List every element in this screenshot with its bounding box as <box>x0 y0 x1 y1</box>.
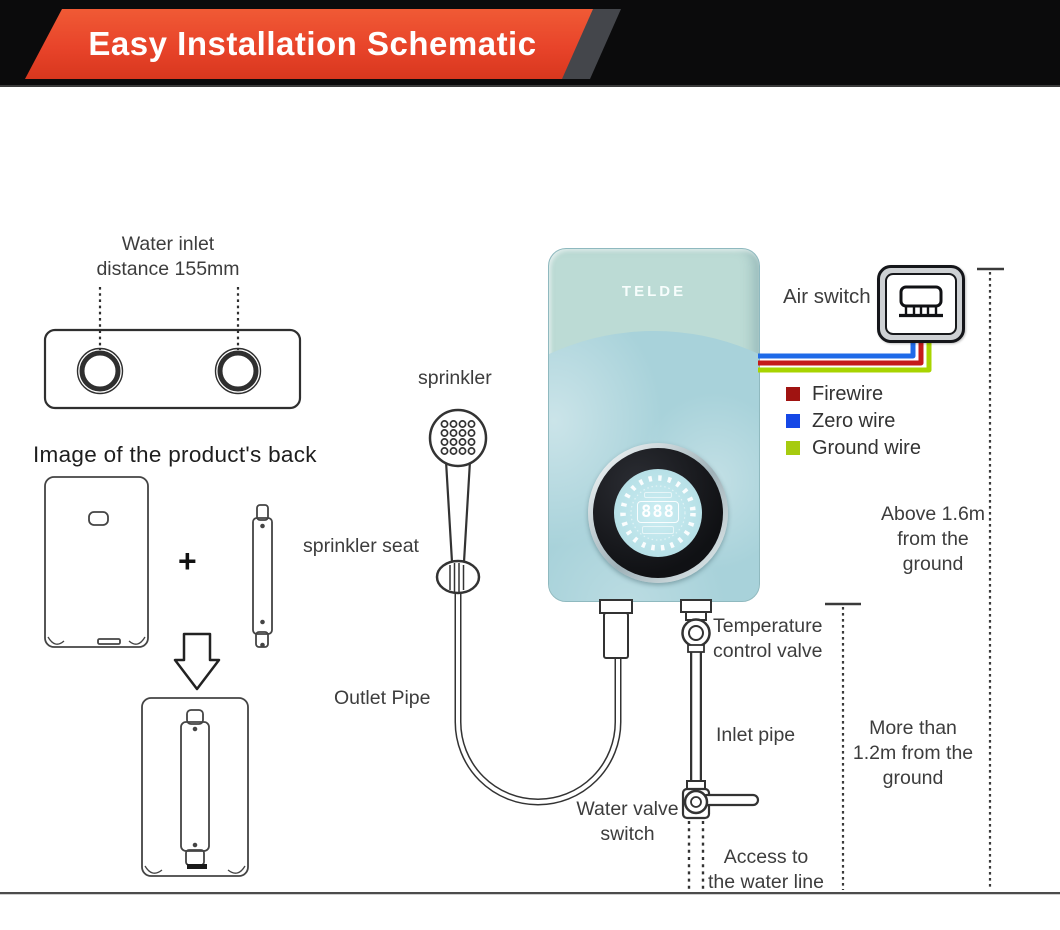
product-back-title: Image of the product's back <box>33 442 317 467</box>
inlet-pipe-label: Inlet pipe <box>716 724 796 746</box>
legend-item-ground-wire: Ground wire <box>786 437 921 460</box>
water-valve-switch-label: Water valve switch <box>576 798 679 845</box>
temperature-valve-label: Temperature control valve <box>713 615 823 662</box>
title-banner: Easy Installation Schematic <box>25 9 593 79</box>
air-switch-face <box>885 273 957 335</box>
ground-line <box>0 892 1060 895</box>
display-bottom-indicator <box>642 526 674 534</box>
height-measurement-lines <box>825 267 1004 890</box>
plus-sign: + <box>178 543 197 579</box>
outlet-hose-drawing <box>454 590 622 806</box>
firewire-label: Firewire <box>812 383 884 405</box>
display-top-indicator <box>644 492 672 498</box>
water-heater-unit: TELDE 888 <box>548 248 760 602</box>
dial-display: 888 <box>614 469 702 557</box>
assembled-back-drawing <box>141 697 249 877</box>
down-arrow-icon <box>173 632 221 691</box>
inlet-pipe-drawing <box>680 599 712 790</box>
legend-item-zero-wire: Zero wire <box>786 410 921 433</box>
page-title: Easy Installation Schematic <box>88 25 537 62</box>
water-inlet-distance-label: Water inlet distance 155mm <box>96 233 240 280</box>
firewire-swatch <box>786 387 800 401</box>
outlet-fitting-drawing <box>599 599 633 659</box>
sprinkler-drawing <box>428 408 488 564</box>
wire-legend: Firewire Zero wire Ground wire <box>786 383 921 464</box>
sprinkler-label: sprinkler <box>418 367 492 389</box>
water-inlet-plate-drawing <box>43 287 302 410</box>
sprinkler-seat-label: sprinkler seat <box>303 535 419 557</box>
sprinkler-seat-drawing <box>435 559 481 595</box>
zero-wire-label: Zero wire <box>812 410 896 432</box>
brand-logo: TELDE <box>621 283 687 300</box>
legend-item-firewire: Firewire <box>786 383 921 406</box>
control-dial: 888 <box>588 443 728 583</box>
header-bar: Easy Installation Schematic <box>0 0 1060 87</box>
back-panel-drawing <box>44 476 149 648</box>
air-switch-label: Air switch <box>783 285 871 308</box>
more-than-measurement: More than 1.2m from the ground <box>852 717 974 789</box>
access-water-line-label: Access to the water line <box>708 846 824 893</box>
zero-wire-swatch <box>786 414 800 428</box>
ground-wire-label: Ground wire <box>812 437 921 459</box>
dial-tick-ring <box>620 475 696 551</box>
breaker-icon <box>899 285 943 318</box>
above-ground-measurement: Above 1.6m from the ground <box>880 503 986 575</box>
mounting-bracket-drawing <box>252 504 273 648</box>
ground-wire-swatch <box>786 441 800 455</box>
outlet-pipe-label: Outlet Pipe <box>334 687 431 709</box>
air-switch-box <box>877 265 965 343</box>
temperature-readout: 888 <box>637 501 679 523</box>
temperature-valve-drawing <box>681 618 711 653</box>
